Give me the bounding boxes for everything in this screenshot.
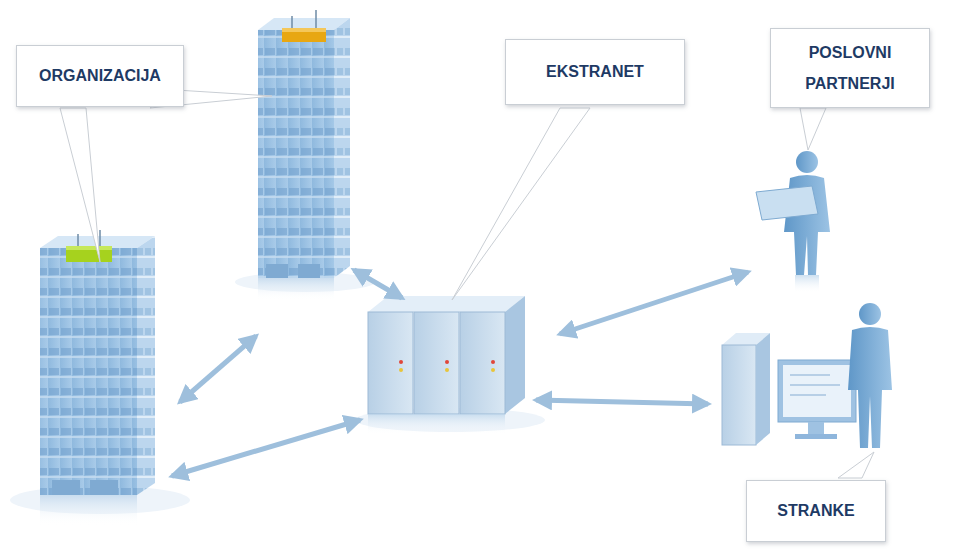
customer-figure xyxy=(722,303,892,448)
callout-box: POSLOVNI PARTNERJI xyxy=(770,28,930,108)
building xyxy=(40,230,155,525)
callout-label: STRANKE xyxy=(747,501,885,521)
building xyxy=(258,10,350,300)
business-partner-figure xyxy=(756,151,830,293)
server-stack xyxy=(368,296,525,434)
callout-label: POSLOVNI PARTNERJI xyxy=(795,37,905,99)
callout-box: ORGANIZACIJA xyxy=(16,45,184,107)
callout-box: STRANKE xyxy=(746,480,886,542)
callout-label: EKSTRANET xyxy=(506,62,684,82)
callout-label: ORGANIZACIJA xyxy=(17,66,183,86)
callout-leader xyxy=(60,90,874,478)
flow-arrow xyxy=(172,270,748,476)
callout-box: EKSTRANET xyxy=(505,39,685,105)
